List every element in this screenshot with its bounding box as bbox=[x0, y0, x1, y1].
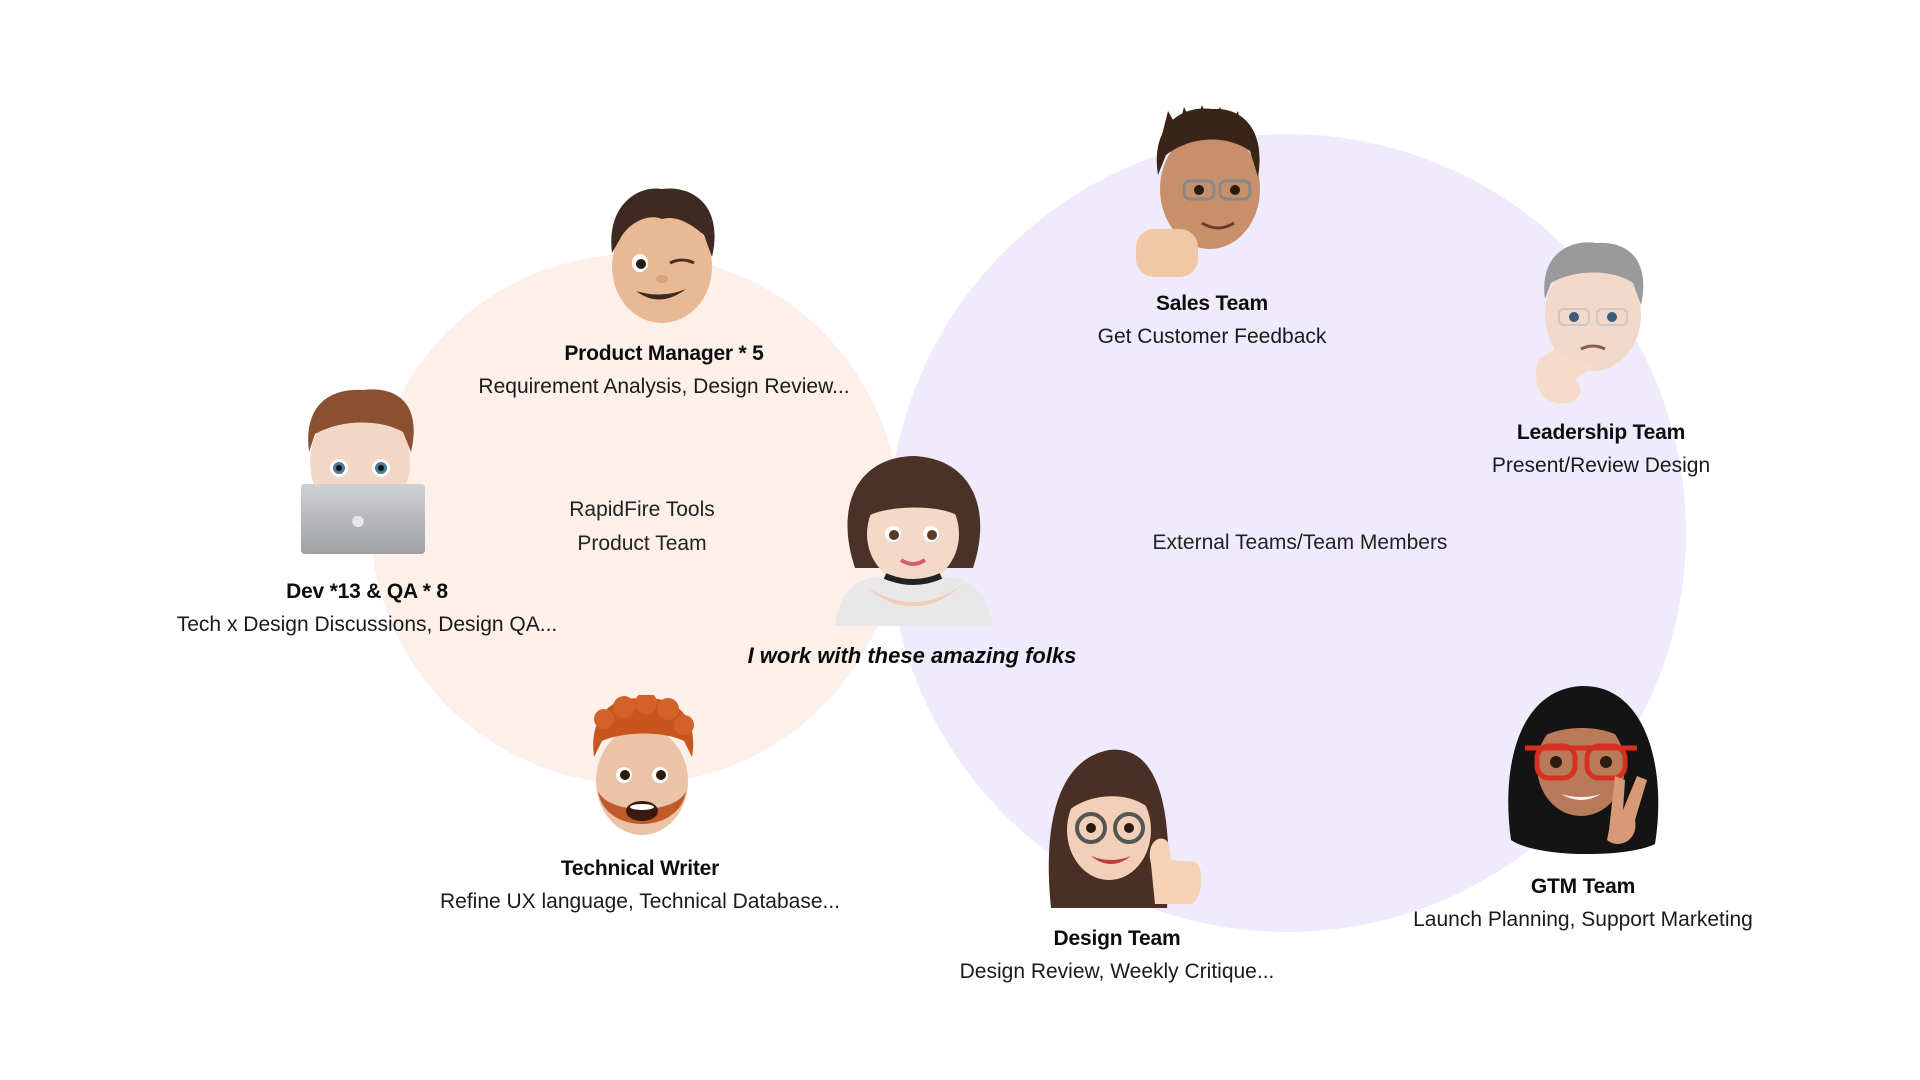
external-teams-group-label: External Teams/Team Members bbox=[1152, 531, 1448, 554]
member-title: GTM Team bbox=[1530, 875, 1636, 898]
member-title: Technical Writer bbox=[560, 857, 720, 880]
memoji-woman-glasses-thumbs-up-icon bbox=[1045, 740, 1203, 916]
memoji-woman-red-glasses-peace-icon bbox=[1507, 680, 1663, 858]
product-team-label-line1: RapidFire Tools bbox=[569, 498, 715, 521]
memoji-gray-haired-thinking-man-icon bbox=[1525, 239, 1651, 407]
member-card-dev-qa: Dev *13 & QA * 8 Tech x Design Discussio… bbox=[177, 580, 557, 637]
member-description: Present/Review Design bbox=[1491, 454, 1711, 477]
memoji-man-with-laptop-icon bbox=[293, 382, 427, 558]
member-card-sales-team: Sales Team Get Customer Feedback bbox=[1098, 292, 1327, 349]
member-title: Design Team bbox=[1053, 927, 1181, 950]
member-card-technical-writer: Technical Writer Refine UX language, Tec… bbox=[440, 857, 840, 914]
member-title: Sales Team bbox=[1155, 292, 1269, 315]
member-description: Tech x Design Discussions, Design QA... bbox=[176, 613, 558, 636]
memoji-red-haired-bearded-man-icon bbox=[584, 695, 700, 845]
center-caption: I work with these amazing folks bbox=[747, 643, 1077, 668]
product-team-label-line2: Product Team bbox=[577, 532, 707, 555]
member-description: Design Review, Weekly Critique... bbox=[959, 960, 1275, 983]
member-description: Launch Planning, Support Marketing bbox=[1413, 908, 1753, 931]
member-description: Refine UX language, Technical Database..… bbox=[439, 890, 841, 913]
member-card-leadership-team: Leadership Team Present/Review Design bbox=[1492, 421, 1710, 478]
member-description: Requirement Analysis, Design Review... bbox=[478, 375, 850, 398]
member-title: Product Manager * 5 bbox=[564, 342, 764, 365]
member-card-gtm-team: GTM Team Launch Planning, Support Market… bbox=[1413, 875, 1753, 932]
product-team-group-label: RapidFire Tools Product Team bbox=[569, 493, 715, 561]
memoji-man-glasses-fist-icon bbox=[1132, 105, 1270, 279]
memoji-winking-man-icon bbox=[600, 183, 724, 327]
product-team-circle bbox=[370, 254, 900, 784]
memoji-girl-bob-haircut-icon bbox=[825, 448, 1002, 626]
member-title: Dev *13 & QA * 8 bbox=[286, 580, 448, 603]
member-description: Get Customer Feedback bbox=[1097, 325, 1327, 348]
member-card-design-team: Design Team Design Review, Weekly Critiq… bbox=[960, 927, 1275, 984]
member-card-product-manager: Product Manager * 5 Requirement Analysis… bbox=[478, 342, 849, 399]
member-title: Leadership Team bbox=[1516, 421, 1686, 444]
